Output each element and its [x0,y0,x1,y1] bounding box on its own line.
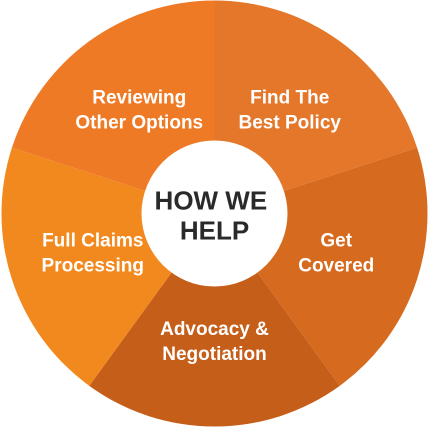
segment-label-line: Covered [298,256,374,277]
center-circle [141,140,288,287]
segment-label-line: Get [320,231,352,252]
segment-label-line: Reviewing [92,87,186,108]
segment-label-line: Other Options [75,112,203,133]
center-title-line-2: HELP [180,216,249,246]
segment-label-line: Full Claims [42,231,143,252]
center-title: HOW WE HELP [155,186,275,246]
segment-label-line: Best Policy [239,112,342,133]
segment-label-line: Negotiation [162,344,267,365]
segment-label-line: Find The [250,87,329,108]
segment-label-line: Processing [42,256,144,277]
center-title-line-1: HOW WE [155,186,268,216]
segment-label-advocacy-negotiation: Advocacy & Negotiation [160,319,269,365]
segment-advocacy-negotiation [89,213,340,427]
segment-find-best-policy [214,0,418,214]
segment-reviewing-other-options [11,0,215,214]
segment-label-line: Advocacy & [160,319,269,340]
